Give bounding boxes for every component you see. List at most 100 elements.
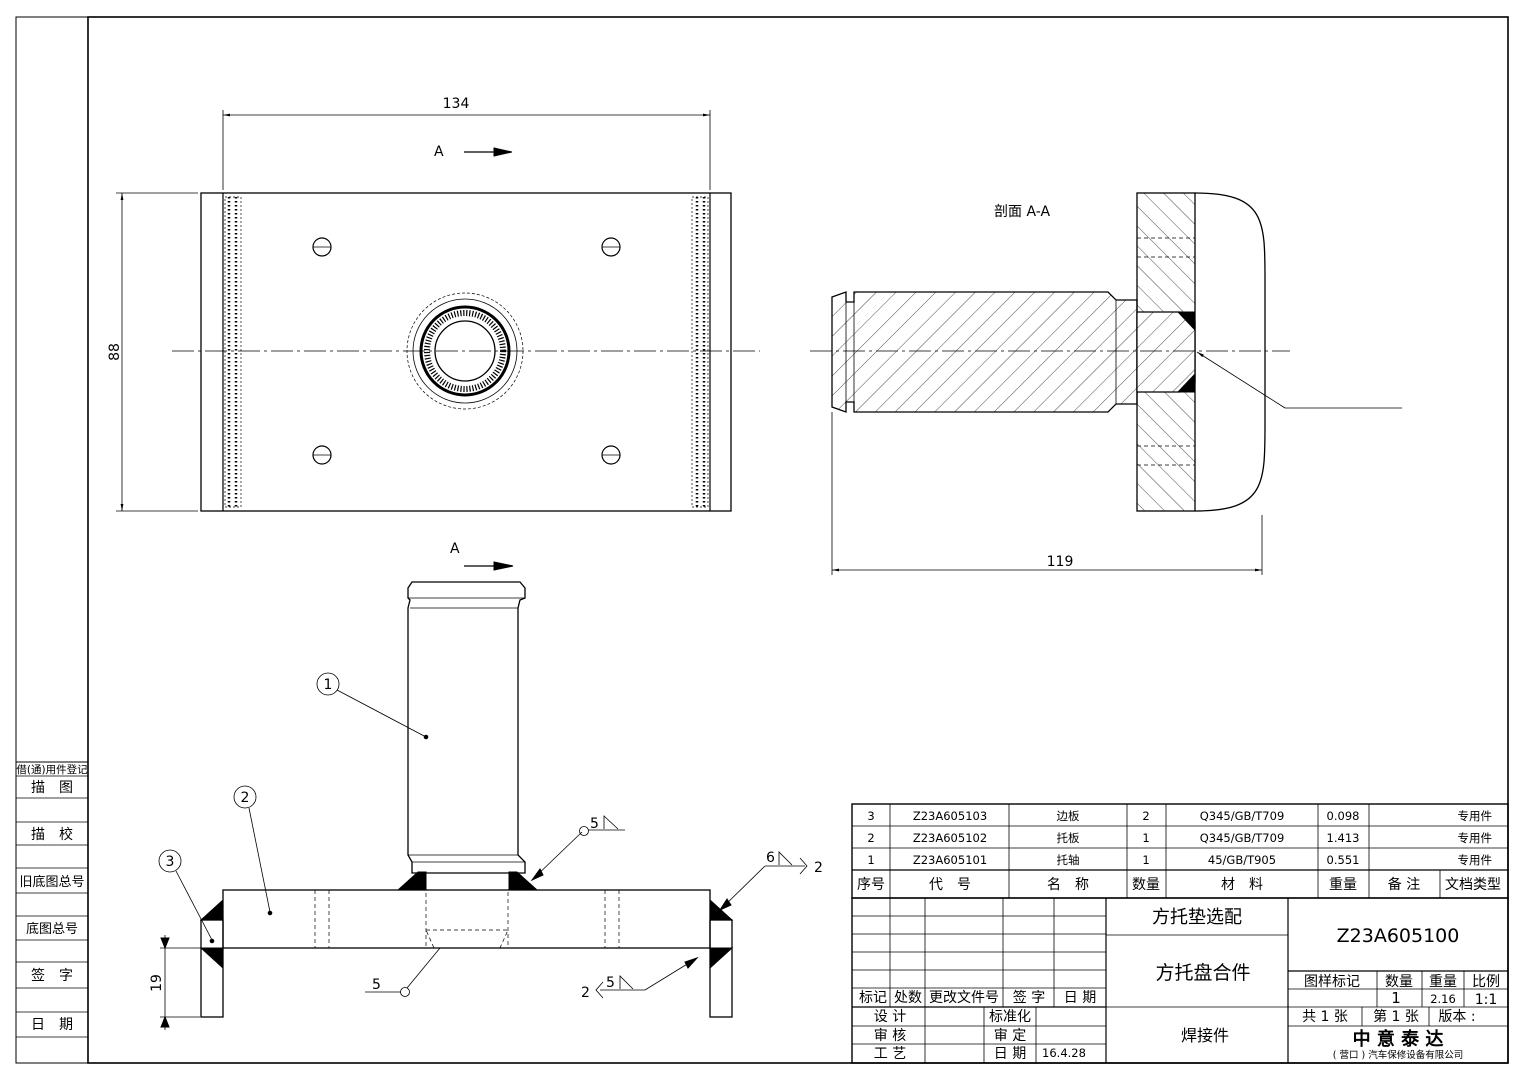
- svg-text:6: 6: [766, 850, 775, 866]
- section-view: 剖面 A-A 119: [810, 192, 1402, 575]
- svg-text:2: 2: [581, 985, 590, 1001]
- svg-text:1.413: 1.413: [1327, 831, 1360, 845]
- svg-text:专用件: 专用件: [1458, 809, 1493, 823]
- company-name: 中 意 泰 达: [1353, 1028, 1444, 1050]
- svg-text:5: 5: [606, 975, 615, 991]
- weld-seam-right: [691, 196, 709, 508]
- section-arrow-label-bottom: A: [450, 541, 460, 557]
- sidebar-item: 描 校: [31, 826, 73, 843]
- svg-text:更改文件号: 更改文件号: [929, 990, 999, 1006]
- svg-text:设 计: 设 计: [874, 1009, 906, 1025]
- dimension-width: 134: [443, 96, 470, 112]
- svg-text:代 号: 代 号: [929, 877, 971, 893]
- svg-text:重量: 重量: [1329, 877, 1357, 893]
- dimension-height: 88: [107, 343, 123, 361]
- svg-text:专用件: 专用件: [1458, 853, 1493, 867]
- weld-symbol-bottom: 5: [365, 947, 441, 997]
- sidebar-item: 旧底图总号: [19, 874, 84, 890]
- bom-row: 3 Z23A605103 边板 2 Q345/GB/T709 0.098 专用件: [867, 809, 1492, 823]
- front-view: A 19: [149, 541, 823, 1030]
- svg-text:托板: 托板: [1057, 831, 1080, 845]
- title-block: 标记 处数 更改文件号 签 字 日 期 设 计 标准化 审 核 审 定 工 艺 …: [851, 897, 1509, 1064]
- svg-text:图样标记: 图样标记: [1304, 974, 1360, 990]
- svg-text:1: 1: [1142, 831, 1149, 845]
- sidebar-title: 借(通)用件登记: [16, 763, 88, 776]
- svg-text:Q345/GB/T709: Q345/GB/T709: [1200, 809, 1285, 823]
- svg-text:审 定: 审 定: [994, 1028, 1026, 1044]
- mounting-holes: [312, 237, 621, 465]
- svg-text:2: 2: [1142, 809, 1149, 823]
- company-subtitle: ( 营口 ) 汽车保修设备有限公司: [1333, 1049, 1463, 1061]
- svg-text:2: 2: [867, 831, 874, 845]
- sidebar-item: 签 字: [31, 967, 73, 984]
- svg-text:0.098: 0.098: [1327, 809, 1360, 823]
- section-arrow-label-top: A: [434, 144, 444, 160]
- svg-text:3: 3: [867, 809, 874, 823]
- dimension-length: 119: [1047, 554, 1074, 570]
- svg-text:托轴: 托轴: [1057, 853, 1080, 867]
- svg-text:Q345/GB/T709: Q345/GB/T709: [1200, 831, 1285, 845]
- svg-text:标准化: 标准化: [989, 1009, 1031, 1025]
- svg-text:1: 1: [1391, 989, 1401, 1007]
- svg-text:2.16: 2.16: [1430, 992, 1456, 1006]
- dimension-lower-height: 19: [149, 974, 165, 992]
- svg-text:签 字: 签 字: [1013, 989, 1045, 1006]
- svg-text:Z23A605103: Z23A605103: [913, 809, 987, 823]
- sidebar-item: 日 期: [31, 1017, 73, 1033]
- drawing-frame: [87, 16, 1509, 1064]
- outer-border: [15, 16, 1509, 1064]
- date-value: 16.4.28: [1042, 1046, 1086, 1060]
- bom-table: 3 Z23A605103 边板 2 Q345/GB/T709 0.098 专用件…: [851, 803, 1509, 899]
- bom-row: 1 Z23A605101 托轴 1 45/GB/T905 0.551 专用件: [867, 853, 1492, 867]
- svg-text:数量: 数量: [1132, 877, 1160, 893]
- svg-text:边板: 边板: [1057, 809, 1080, 823]
- plan-view: 134 88 A: [107, 96, 760, 512]
- balloon-2: 2: [233, 785, 273, 916]
- svg-text:材 料: 材 料: [1221, 877, 1263, 893]
- svg-text:处数: 处数: [894, 990, 922, 1006]
- svg-text:1: 1: [1142, 853, 1149, 867]
- svg-text:比例: 比例: [1472, 974, 1500, 990]
- svg-text:第 1 张: 第 1 张: [1373, 1008, 1419, 1025]
- svg-text:0.551: 0.551: [1327, 853, 1360, 867]
- svg-text:共 1 张: 共 1 张: [1302, 1009, 1348, 1025]
- svg-text:工 艺: 工 艺: [874, 1046, 906, 1062]
- svg-text:3: 3: [166, 854, 175, 870]
- svg-text:Z23A605102: Z23A605102: [913, 831, 987, 845]
- svg-text:5: 5: [590, 816, 599, 832]
- svg-text:重量: 重量: [1429, 974, 1457, 990]
- svg-text:日 期: 日 期: [994, 1046, 1026, 1062]
- bom-header: 序号 代 号 名 称 数量 材 料 重量 备 注 文档类型: [857, 876, 1501, 893]
- left-sidebar: 借(通)用件登记 描 图 描 校 旧底图总号 底图总号 签 字 日 期: [15, 761, 89, 1064]
- sidebar-item: 底图总号: [26, 921, 78, 937]
- balloon-3: 3: [158, 849, 215, 944]
- svg-text:5: 5: [372, 977, 381, 993]
- part-type: 焊接件: [1181, 1026, 1229, 1045]
- weld-symbol-top: 5: [530, 815, 625, 882]
- weld-symbol-right-side: 6 2: [718, 850, 823, 912]
- svg-text:序号: 序号: [857, 877, 885, 893]
- svg-text:1: 1: [324, 677, 333, 693]
- series-name: 方托垫选配: [1152, 907, 1242, 928]
- svg-text:版本 :: 版本 :: [1438, 1009, 1475, 1025]
- weld-symbol-bottom-right: 5 2: [581, 956, 699, 1001]
- section-title: 剖面 A-A: [994, 204, 1050, 220]
- drawing-number: Z23A605100: [1337, 925, 1460, 947]
- weld-seam-left: [224, 196, 242, 508]
- sidebar-item: 描 图: [31, 780, 73, 796]
- svg-text:Z23A605101: Z23A605101: [913, 853, 987, 867]
- svg-text:名 称: 名 称: [1047, 877, 1089, 893]
- svg-text:数量: 数量: [1385, 974, 1413, 990]
- bom-row: 2 Z23A605102 托板 1 Q345/GB/T709 1.413 专用件: [867, 831, 1492, 845]
- svg-text:1: 1: [867, 853, 874, 867]
- svg-text:日 期: 日 期: [1064, 990, 1096, 1006]
- svg-text:专用件: 专用件: [1458, 831, 1493, 845]
- svg-text:标记: 标记: [859, 990, 887, 1006]
- svg-text:1:1: 1:1: [1475, 992, 1498, 1008]
- balloon-1: 1: [316, 672, 429, 740]
- svg-text:文档类型: 文档类型: [1445, 877, 1501, 893]
- part-name: 方托盘合件: [1155, 962, 1250, 984]
- svg-text:审 核: 审 核: [874, 1028, 906, 1044]
- svg-text:备 注: 备 注: [1388, 876, 1420, 893]
